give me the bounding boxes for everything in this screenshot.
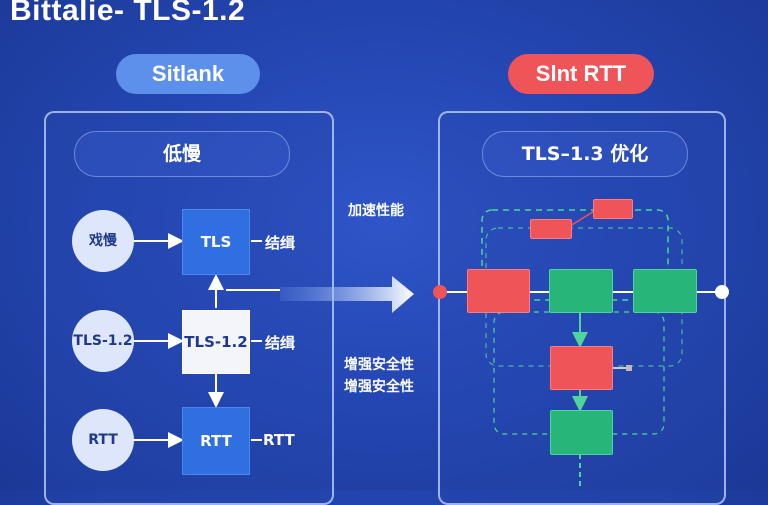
row3-circle: RTT xyxy=(72,409,134,471)
left-panel-header: 低慢 xyxy=(74,131,290,177)
end-dot xyxy=(715,285,729,299)
row2-side-label: 结缉 xyxy=(265,334,296,352)
red-block-center xyxy=(550,346,613,390)
tls-node: TLS xyxy=(182,209,250,275)
big-arrow xyxy=(280,276,414,313)
dashed-loop-outer xyxy=(481,209,669,301)
slnt-rtt-pill: Slnt RTT xyxy=(508,54,654,94)
red-block-main xyxy=(467,269,530,313)
green-block-1 xyxy=(549,269,613,313)
red-block-small-top xyxy=(593,199,633,219)
start-dot xyxy=(433,285,447,299)
sitlank-pill: Sitlank xyxy=(116,54,260,94)
red-block-small xyxy=(530,219,572,239)
tls-1-2-node: TLS-1.2 xyxy=(182,310,250,374)
speedup-text: 加速性能 xyxy=(348,203,404,219)
security-text-2: 增强安全性 xyxy=(344,379,414,395)
row2-circle: TLS-1.2 xyxy=(72,310,134,372)
side-connector-cap xyxy=(626,365,632,371)
green-block-2 xyxy=(633,269,697,313)
right-panel-header: TLS–1.3 优化 xyxy=(482,131,688,177)
row3-side-label: RTT xyxy=(263,431,295,449)
rtt-node: RTT xyxy=(182,407,250,475)
row1-circle: 戏慢 xyxy=(72,210,134,272)
green-block-bottom xyxy=(550,410,613,455)
security-text-1: 增强安全性 xyxy=(344,357,414,373)
red-link xyxy=(569,209,597,227)
row1-side-label: 结缉 xyxy=(265,234,296,252)
page-title: Bittalie- TLS-1.2 xyxy=(10,0,246,27)
